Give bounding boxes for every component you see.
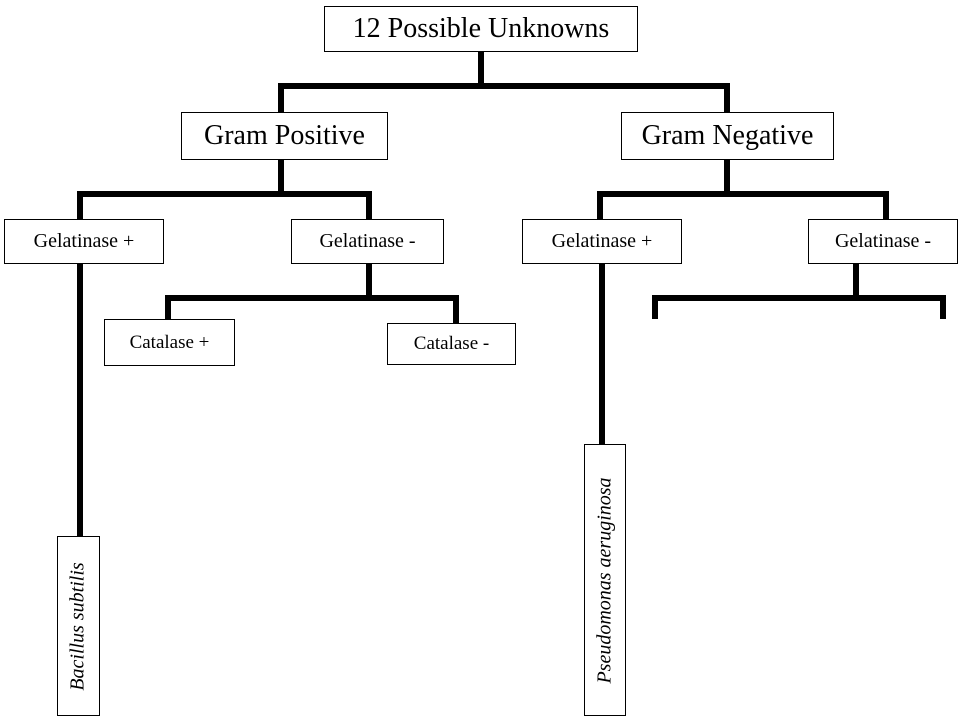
gram-positive-node: Gram Positive [181, 112, 388, 160]
gn-gelatinase-positive-label: Gelatinase + [551, 230, 653, 252]
gp-gelatinase-negative-label: Gelatinase - [319, 230, 416, 252]
catalase-positive-label: Catalase + [129, 331, 210, 353]
pseudomonas-aeruginosa-label: Pseudomonas aeruginosa [593, 476, 616, 684]
bacillus-subtilis-label: Bacillus subtilis [67, 561, 89, 691]
catalase-negative-node: Catalase - [387, 323, 516, 365]
root-node: 12 Possible Unknowns [324, 6, 638, 52]
gn-gelatinase-negative-label: Gelatinase - [834, 230, 932, 252]
bacillus-subtilis-leaf: Bacillus subtilis [57, 536, 100, 716]
catalase-negative-label: Catalase - [413, 333, 490, 354]
gp-gelatinase-negative-node: Gelatinase - [291, 219, 444, 264]
gram-positive-label: Gram Positive [204, 120, 365, 151]
gram-negative-node: Gram Negative [621, 112, 834, 160]
gp-gelatinase-positive-node: Gelatinase + [4, 219, 164, 264]
gn-gelatinase-positive-node: Gelatinase + [522, 219, 682, 264]
root-label: 12 Possible Unknowns [352, 13, 610, 44]
pseudomonas-aeruginosa-leaf: Pseudomonas aeruginosa [584, 444, 626, 716]
gram-negative-label: Gram Negative [641, 120, 814, 151]
catalase-positive-node: Catalase + [104, 319, 235, 366]
gn-gelatinase-negative-node: Gelatinase - [808, 219, 958, 264]
gp-gelatinase-positive-label: Gelatinase + [33, 230, 135, 252]
